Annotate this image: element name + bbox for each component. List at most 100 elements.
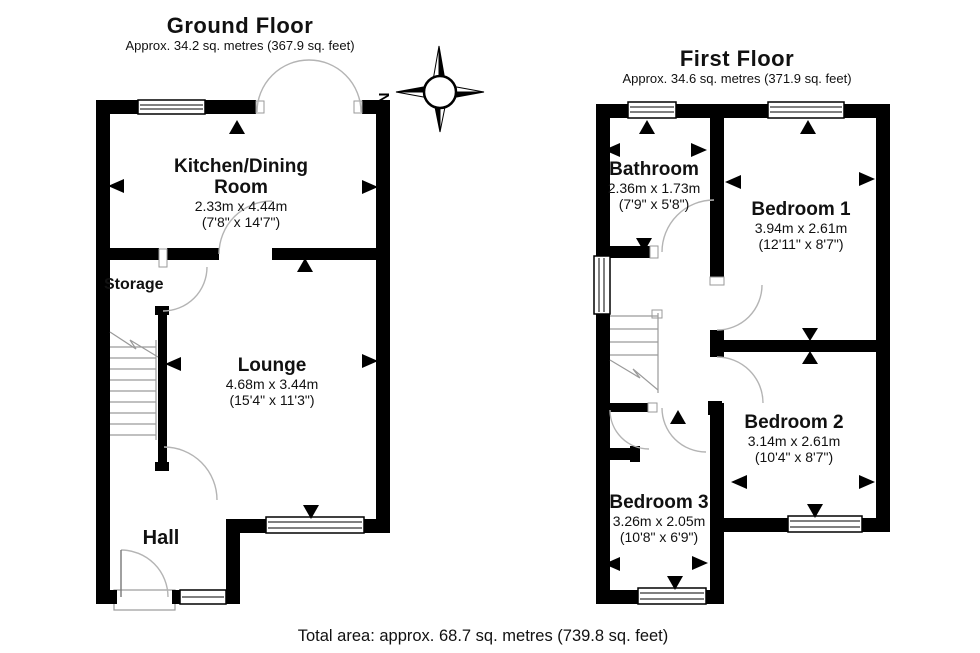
room-name: Room: [214, 177, 268, 198]
kitchen-door-arc: [218, 200, 273, 255]
kitchen-window: [137, 99, 206, 115]
door-jamb: [649, 245, 659, 259]
lounge-window: [265, 516, 365, 534]
ground-floor-windows: [137, 99, 365, 605]
room-label-bedroom2: Bedroom 2 3.14m x 2.61m (10'4" x 8'7"): [744, 412, 843, 465]
bathroom-window: [627, 101, 677, 119]
total-area-text: Total area: approx. 68.7 sq. metres (739…: [297, 627, 669, 645]
room-dimensions-metric: 2.36m x 1.73m: [607, 180, 701, 196]
bedroom1-door-arc: [716, 284, 763, 331]
room-label-bathroom: Bathroom 2.36m x 1.73m (7'9" x 5'8"): [608, 159, 701, 212]
room-dimensions-metric: 3.94m x 2.61m: [754, 220, 848, 236]
direction-arrow-left: [604, 557, 620, 571]
first-floor-stairs: [609, 313, 659, 393]
direction-arrow-down: [802, 328, 818, 341]
room-label-bedroom3: Bedroom 3 3.26m x 2.05m (10'8" x 6'9"): [609, 492, 708, 545]
room-dimensions-metric: 3.14m x 2.61m: [747, 433, 841, 449]
room-dimensions-imperial: (15'4" x 11'3"): [229, 392, 315, 408]
first-floor-header: First Floor Approx. 34.6 sq. metres (371…: [622, 47, 851, 87]
first-floor-doors: [609, 199, 764, 453]
front-door-threshold: [113, 589, 176, 611]
ground-floor-direction-arrows: [108, 120, 378, 519]
room-dimensions-imperial: (10'8" x 6'9"): [619, 529, 699, 545]
front-door-arc: [120, 549, 169, 598]
ground-floor-title: Ground Floor: [166, 13, 314, 38]
room-dimensions-imperial: (10'4" x 8'7"): [754, 449, 834, 465]
landing-door-arc: [661, 407, 707, 453]
bedroom2-door-arc: [716, 356, 764, 404]
compass-north-label: N: [376, 93, 393, 104]
direction-arrow-up: [297, 258, 313, 272]
first-floor-windows: [593, 101, 863, 605]
landing-side-window: [593, 255, 611, 315]
room-dimensions-imperial: (12'11" x 8'7"): [758, 236, 844, 252]
compass-circle: [422, 74, 458, 110]
direction-arrow-down: [667, 576, 683, 590]
ground-floor-subtitle: Approx. 34.2 sq. metres (367.9 sq. feet): [125, 38, 355, 53]
bedroom3-door-arc: [609, 409, 650, 450]
door-jamb: [158, 248, 168, 268]
direction-arrow-left: [108, 179, 124, 193]
room-dimensions-metric: 4.68m x 3.44m: [225, 376, 319, 392]
bedroom1-window: [767, 101, 845, 119]
room-label-bedroom1: Bedroom 1 3.94m x 2.61m (12'11" x 8'7"): [751, 199, 850, 252]
bathroom-door-arc: [661, 199, 715, 253]
first-floor-subtitle: Approx. 34.6 sq. metres (371.9 sq. feet): [622, 71, 852, 86]
ground-floor-header: Ground Floor Approx. 34.2 sq. metres (36…: [125, 14, 354, 54]
direction-arrow-down: [807, 504, 823, 518]
direction-arrow-right: [691, 143, 707, 157]
direction-arrow-left: [725, 175, 741, 189]
first-floor-direction-arrows: [604, 120, 875, 590]
direction-arrow-right: [859, 475, 875, 489]
french-door-left-arc: [256, 59, 310, 113]
door-jamb: [255, 100, 265, 114]
direction-arrow-left: [604, 143, 620, 157]
door-jamb: [709, 276, 725, 286]
storage-door-arc: [162, 266, 208, 312]
hall-window: [179, 589, 227, 605]
stair-break-line: [109, 331, 159, 358]
room-label-kitchen-dining: Kitchen/Dining Room 2.33m x 4.44m (7'8" …: [174, 156, 308, 230]
direction-arrow-up: [229, 120, 245, 134]
bedroom2-window: [787, 515, 863, 533]
first-floor-title: First Floor: [679, 46, 795, 71]
room-name: Kitchen/Dining: [173, 156, 309, 177]
door-jamb: [647, 402, 658, 413]
door-jamb: [353, 100, 363, 114]
room-label-hall: Hall: [143, 527, 180, 549]
direction-arrow-left: [165, 357, 181, 371]
direction-arrow-up: [800, 120, 816, 134]
direction-arrow-up: [802, 351, 818, 364]
french-door-right-arc: [308, 59, 362, 113]
first-floor-plan: [593, 101, 890, 605]
room-name: Bedroom 3: [609, 492, 709, 513]
room-dimensions-metric: 2.33m x 4.44m: [194, 198, 288, 214]
room-name: Hall: [142, 527, 180, 549]
room-name: Storage: [104, 276, 164, 293]
first-floor-walls: [596, 104, 890, 604]
ground-floor-walls: [96, 100, 390, 604]
room-label-storage: Storage: [104, 276, 164, 294]
room-dimensions-imperial: (7'8" x 14'7"): [201, 214, 281, 230]
ground-floor-doors: [120, 59, 362, 598]
bedroom3-window: [637, 587, 707, 605]
compass-rose: N: [376, 45, 485, 133]
room-name: Bedroom 2: [744, 412, 844, 433]
room-dimensions-imperial: (7'9" x 5'8"): [618, 196, 690, 212]
lounge-door-arc: [163, 446, 218, 501]
room-name: Lounge: [237, 355, 307, 376]
ground-floor-plan: [96, 59, 390, 611]
direction-arrow-down: [303, 505, 319, 519]
room-name: Bedroom 1: [751, 199, 851, 220]
direction-arrow-right: [362, 354, 378, 368]
stair-break-line: [609, 359, 659, 391]
direction-arrow-up: [670, 410, 686, 424]
direction-arrow-right: [362, 180, 378, 194]
direction-arrow-up: [639, 120, 655, 134]
ground-floor-stairs: [109, 331, 159, 440]
door-jamb: [651, 309, 663, 319]
direction-arrow-left: [731, 475, 747, 489]
room-name: Bathroom: [609, 159, 699, 180]
